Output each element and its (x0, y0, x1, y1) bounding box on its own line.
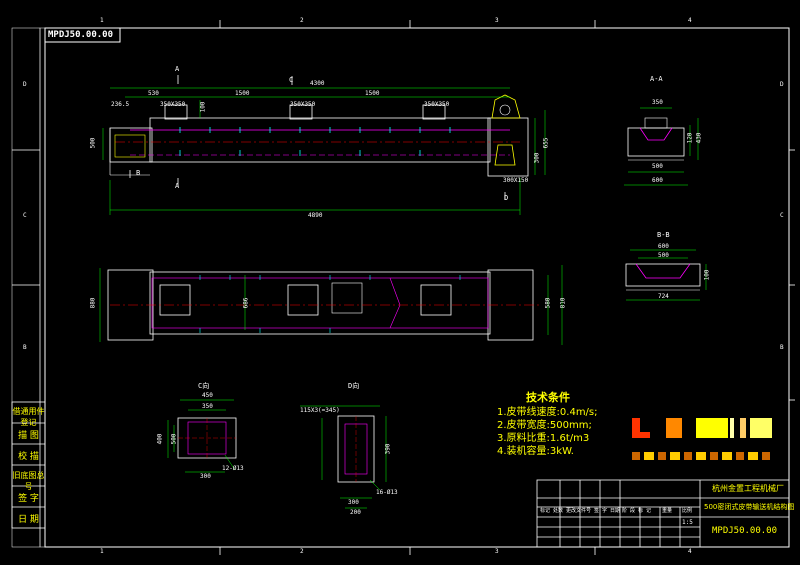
section-bb-view (625, 249, 707, 301)
view-d-drawing (300, 405, 387, 509)
dim-236-5: 236.5 (111, 101, 130, 108)
row-label-right-c: C (780, 212, 784, 219)
view-c-title: C向 (198, 382, 210, 390)
logo-blocks (632, 418, 772, 468)
col-label-bottom-4: 4 (688, 548, 692, 555)
tech-line-1: 1.皮带线速度:0.4m/s; (497, 407, 598, 418)
dim-d-115: 115X3(=345) (300, 407, 340, 414)
dim-plan-810: 810 (559, 297, 567, 309)
side-table-row-6: 日 期 (18, 515, 39, 525)
drawing-number-label: MPDJ50.00.00 (48, 30, 114, 40)
side-table-row-2: 描 图 (18, 431, 39, 441)
dim-plan-686: 686 (242, 297, 250, 309)
col-label-top-3: 3 (495, 17, 499, 24)
drawing-number-frame (44, 27, 121, 43)
dim-aa-600: 600 (652, 177, 663, 184)
side-table-grid (11, 401, 46, 529)
title-ratio-label: 比例 (682, 508, 693, 514)
plan-view (99, 265, 563, 345)
title-drawing-number: MPDJ50.00.00 (712, 526, 778, 536)
row-label-right-d: D (780, 81, 784, 88)
dim-300x150: 300X150 (503, 177, 529, 184)
drawing-frame (44, 27, 790, 548)
col-label-top-4: 4 (688, 17, 692, 24)
dim-c-500: 500 (170, 433, 178, 445)
title-weight-label: 重量 (662, 508, 673, 514)
side-table-row-3: 校 描 (18, 452, 39, 462)
dim-d-300: 300 (348, 499, 359, 506)
dim-100: 100 (199, 101, 207, 113)
dim-c-holes: 12-Ø13 (222, 465, 244, 472)
dim-c-450: 450 (202, 392, 213, 399)
section-mark-b: B (136, 169, 141, 177)
title-drawing-name: 500密闭式皮带输送机结构图 (704, 503, 795, 511)
side-table-row-4: 旧底图总号 (12, 471, 45, 491)
row-label-left-b: B (23, 344, 27, 351)
dim-bb-100: 100 (703, 269, 711, 281)
row-label-left-d: D (23, 81, 27, 88)
row-label-right-b: B (780, 344, 784, 351)
dim-plan-880: 880 (89, 297, 97, 309)
dim-1500-a: 1500 (235, 90, 250, 97)
section-bb-title: B-B (657, 231, 670, 239)
dim-d-390: 390 (384, 443, 392, 455)
title-scale: 1:5 (682, 519, 693, 526)
dim-inlet-2: 350X350 (290, 101, 316, 108)
dim-500-left: 500 (89, 137, 97, 149)
dim-bb-724: 724 (658, 293, 669, 300)
section-aa-view (624, 107, 699, 186)
dim-c-300: 300 (200, 473, 211, 480)
dim-530: 530 (148, 90, 159, 97)
dim-inlet-1: 350X350 (160, 101, 186, 108)
col-label-bottom-3: 3 (495, 548, 499, 555)
view-c-drawing (167, 399, 237, 473)
tech-title: 技术条件 (526, 391, 570, 404)
tech-line-4: 4.装机容量:3kW. (497, 446, 574, 457)
title-revision-header: 标记 处数 更改文件号 签 字 日期 (540, 508, 621, 514)
dim-d-holes: 16-Ø13 (376, 489, 398, 496)
elevation-view (102, 75, 546, 215)
dim-300: 300 (533, 152, 541, 164)
view-d-title: D向 (348, 382, 360, 390)
dim-4300: 4300 (310, 80, 325, 87)
dim-4890: 4890 (308, 212, 323, 219)
outer-border (39, 27, 790, 548)
col-label-top-1: 1 (100, 17, 104, 24)
col-label-top-2: 2 (300, 17, 304, 24)
side-table-row-1: 借通用件登记 (12, 407, 45, 427)
dim-aa-350: 350 (652, 99, 663, 106)
dim-d-200: 200 (350, 509, 361, 516)
dim-plan-580: 580 (544, 297, 552, 309)
tech-line-2: 2.皮带宽度:500mm; (497, 420, 592, 431)
title-block-grid (536, 479, 790, 548)
col-label-bottom-2: 2 (300, 548, 304, 555)
row-label-left-c: C (23, 212, 27, 219)
dim-aa-120: 120 (686, 132, 694, 144)
title-stage-label: 阶 段 标 记 (622, 508, 652, 514)
dim-655: 655 (542, 137, 550, 149)
side-table-row-5: 签 字 (18, 494, 39, 504)
section-mark-a-bottom: A (175, 182, 180, 190)
dim-inlet-3: 350X350 (424, 101, 450, 108)
dim-bb-500: 500 (658, 252, 669, 259)
dim-c-350: 350 (202, 403, 213, 410)
tech-line-3: 3.原料比重:1.6t/m3 (497, 433, 590, 444)
dim-aa-430: 430 (695, 132, 703, 144)
section-mark-a-top: A (175, 65, 180, 73)
col-label-bottom-1: 1 (100, 548, 104, 555)
dim-1500-b: 1500 (365, 90, 380, 97)
grid-ticks (12, 20, 795, 555)
dim-bb-600: 600 (658, 243, 669, 250)
section-mark-c: C (289, 76, 294, 84)
title-company: 杭州金置工程机械厂 (712, 484, 784, 493)
dim-aa-500: 500 (652, 163, 663, 170)
dim-c-400: 400 (156, 433, 164, 445)
section-aa-title: A-A (650, 75, 663, 83)
section-mark-d: D (504, 194, 509, 202)
